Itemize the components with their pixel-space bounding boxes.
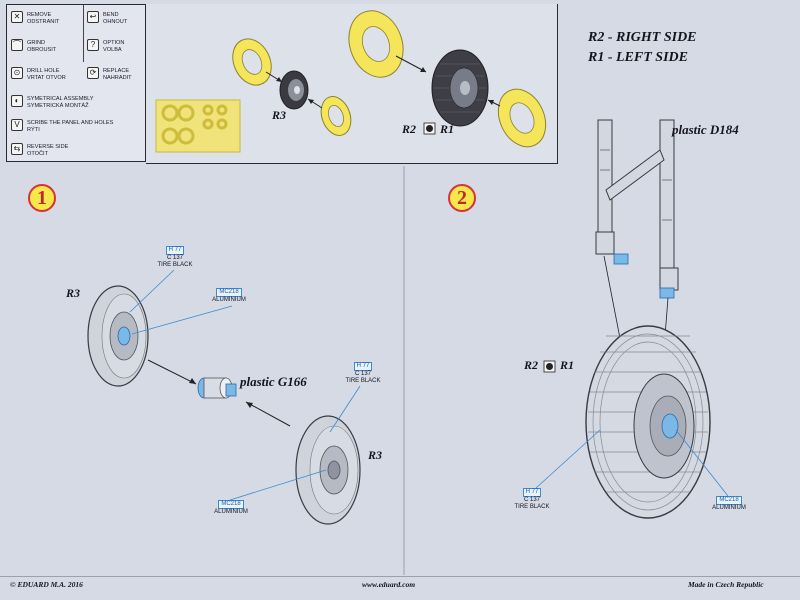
legend-symmetric: SYMETRICAL ASSEMBLY SYMETRICKÁ MONTÁŽ bbox=[27, 96, 94, 109]
symmetric-icon: ◐ bbox=[11, 95, 23, 107]
option-icon: ? bbox=[87, 39, 99, 51]
label-r1-step2: R1 bbox=[560, 358, 575, 372]
axle-pin-lower bbox=[659, 287, 675, 299]
axle-pin-upper bbox=[613, 253, 629, 265]
grind-icon: ⌒ bbox=[11, 39, 23, 51]
hub-r3-bottom bbox=[327, 460, 341, 480]
legend-grind-cz: OBROUSIT bbox=[27, 46, 57, 53]
label-r3-top: R3 bbox=[272, 108, 287, 122]
paint-code-h77: H 77 bbox=[165, 246, 185, 255]
callout-alu-step2: MC218 ALUMINIUM bbox=[704, 496, 754, 512]
legend-symmetric-cz: SYMETRICKÁ MONTÁŽ bbox=[27, 102, 89, 109]
paint-name-tire-black: TIRE BLACK bbox=[157, 262, 193, 268]
label-r2-top: R2 bbox=[402, 122, 417, 136]
callout-alu-step1-b: MC218 ALUMINIUM bbox=[206, 500, 256, 516]
legend-option-en: OPTION bbox=[103, 40, 125, 46]
footer-made-in: Made in Czech Republic bbox=[688, 580, 764, 589]
axle-g166-pin bbox=[225, 383, 237, 397]
landing-gear-leg bbox=[595, 119, 679, 291]
callout-alu-step1-a: MC218 ALUMINIUM bbox=[204, 288, 254, 304]
legend-scribe: SCRIBE THE PANEL AND HOLES RÝTI bbox=[27, 120, 113, 133]
paint-code-h77-b: H 77 bbox=[353, 362, 373, 371]
footer-website: www.eduard.com bbox=[362, 580, 416, 589]
legend-scribe-cz: RÝTI bbox=[27, 126, 40, 133]
legend-replace: REPLACE NAHRADIT bbox=[103, 68, 132, 81]
paint-code-c137-b: C 137 bbox=[354, 371, 371, 377]
callout-tire-step1-a: H 77 C 137 TIRE BLACK bbox=[152, 246, 198, 269]
legend-reverse: REVERSE SIDE OTOČIT bbox=[27, 144, 68, 157]
replace-icon: ⟳ bbox=[87, 67, 99, 79]
paint-name-tire-black-c: TIRE BLACK bbox=[514, 504, 550, 510]
callout-tire-step2: H 77 C 137 TIRE BLACK bbox=[508, 488, 556, 511]
legend-drill-cz: VRTAT OTVOR bbox=[27, 74, 66, 81]
legend-grind: GRIND OBROUSIT bbox=[27, 40, 56, 53]
legend-divider bbox=[83, 5, 84, 62]
legend-drill-en: DRILL HOLE bbox=[27, 68, 60, 74]
legend-replace-cz: NAHRADIT bbox=[103, 74, 132, 81]
side-label-right: R2 - RIGHT SIDE bbox=[588, 30, 697, 45]
paint-code-h77-c: H 77 bbox=[522, 488, 542, 497]
legend-bend-en: BEND bbox=[103, 12, 119, 18]
label-plastic-d184: plastic D184 bbox=[672, 122, 739, 137]
hub-r2r1 bbox=[661, 413, 679, 439]
remove-icon: ✕ bbox=[11, 11, 23, 23]
bend-icon: ↩ bbox=[87, 11, 99, 23]
paint-name-aluminium-c: ALUMINIUM bbox=[712, 505, 746, 511]
hub-r3-top bbox=[117, 326, 131, 346]
label-r3-step1-top: R3 bbox=[66, 286, 81, 300]
paint-code-mc218: MC218 bbox=[216, 288, 242, 297]
label-plastic-g166: plastic G166 bbox=[240, 374, 307, 389]
reverse-icon: ⇆ bbox=[11, 143, 23, 155]
drill-icon: ⊙ bbox=[11, 67, 23, 79]
paint-name-tire-black-b: TIRE BLACK bbox=[345, 378, 381, 384]
paint-name-aluminium: ALUMINIUM bbox=[212, 297, 246, 303]
label-r3-step1-bottom: R3 bbox=[368, 448, 383, 462]
paint-code-c137-c: C 137 bbox=[523, 497, 540, 503]
legend-bend: BEND OHNOUT bbox=[103, 12, 127, 25]
legend-grind-en: GRIND bbox=[27, 40, 46, 46]
step-number-1: 1 bbox=[28, 184, 56, 212]
paint-name-aluminium-b: ALUMINIUM bbox=[214, 509, 248, 515]
footer-copyright: © EDUARD M.A. 2016 bbox=[10, 580, 83, 589]
label-r1-top: R1 bbox=[440, 122, 455, 136]
side-labels: R2 - RIGHT SIDE R1 - LEFT SIDE bbox=[588, 28, 697, 68]
symbol-legend: ✕ REMOVE ODSTRANIT ↩ BEND OHNOUT ⌒ GRIND… bbox=[6, 4, 146, 162]
legend-bend-cz: OHNOUT bbox=[103, 18, 128, 25]
step-number-2: 2 bbox=[448, 184, 476, 212]
legend-remove-cz: ODSTRANIT bbox=[27, 18, 60, 25]
side-label-left: R1 - LEFT SIDE bbox=[588, 50, 688, 65]
paint-code-mc218-c: MC218 bbox=[716, 496, 742, 505]
label-r2-step2: R2 bbox=[524, 358, 539, 372]
legend-scribe-en: SCRIBE THE PANEL AND HOLES bbox=[27, 120, 114, 126]
legend-reverse-cz: OTOČIT bbox=[27, 150, 49, 157]
legend-option: OPTION VOLBA bbox=[103, 40, 124, 53]
legend-remove-en: REMOVE bbox=[27, 12, 52, 18]
footer-rule bbox=[0, 576, 800, 577]
legend-replace-en: REPLACE bbox=[103, 68, 130, 74]
legend-remove: REMOVE ODSTRANIT bbox=[27, 12, 59, 25]
legend-option-cz: VOLBA bbox=[103, 46, 122, 53]
legend-symmetric-en: SYMETRICAL ASSEMBLY bbox=[27, 96, 94, 102]
paint-code-c137: C 137 bbox=[166, 255, 183, 261]
scribe-icon: V bbox=[11, 119, 23, 131]
legend-drill: DRILL HOLE VRTAT OTVOR bbox=[27, 68, 66, 81]
paint-code-mc218-b: MC218 bbox=[218, 500, 244, 509]
legend-reverse-en: REVERSE SIDE bbox=[27, 144, 69, 150]
callout-tire-step1-b: H 77 C 137 TIRE BLACK bbox=[340, 362, 386, 385]
